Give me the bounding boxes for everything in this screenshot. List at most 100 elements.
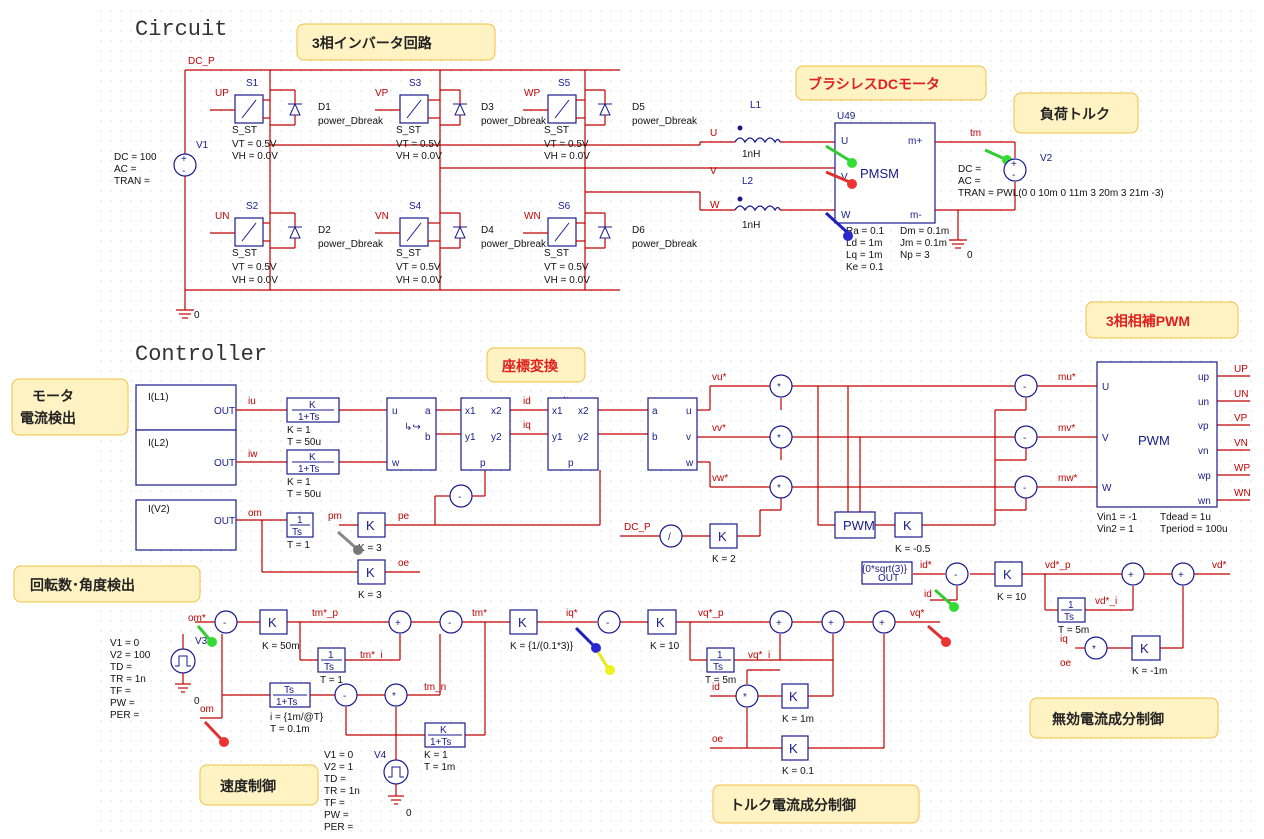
v1-source[interactable]: +-	[173, 153, 197, 177]
int-vq-num: 1	[717, 650, 723, 661]
v4-pulse-source[interactable]	[383, 759, 409, 796]
pmsm-block[interactable]	[834, 122, 936, 224]
sum-om[interactable]: -	[214, 610, 238, 634]
pwm-mid-block[interactable]	[834, 511, 876, 539]
gain-k05[interactable]	[894, 512, 923, 538]
probe-yellow-iq[interactable]	[596, 651, 615, 675]
probe-blue-w[interactable]	[824, 211, 853, 241]
sum-vq-1[interactable]: +	[769, 610, 793, 634]
pmsm-name: PMSM	[860, 166, 899, 181]
sum-om-fb[interactable]: -	[334, 683, 358, 707]
sensor-iv2[interactable]	[135, 499, 237, 551]
sum-v[interactable]: -	[1014, 425, 1038, 449]
sum-vq-2[interactable]: +	[821, 610, 845, 634]
svg-text:モータ: モータ	[32, 388, 74, 404]
sig-tm-n: tm_n	[424, 682, 446, 693]
probe-green-id[interactable]	[934, 588, 959, 612]
sum-tm-2[interactable]: -	[439, 610, 463, 634]
pwm-block[interactable]	[1096, 361, 1218, 508]
gain-k50m-val: K = 50m	[262, 641, 300, 652]
sum-id[interactable]: -	[945, 562, 969, 586]
sum-u[interactable]: -	[1014, 374, 1038, 398]
integrator-pm[interactable]	[286, 512, 314, 538]
gain-k10-iq[interactable]	[647, 609, 677, 635]
const-idref[interactable]	[861, 561, 913, 585]
ab-to-uvw-block[interactable]	[647, 397, 698, 471]
sum-tm-1[interactable]: +	[388, 610, 412, 634]
gain-k3-pe[interactable]	[357, 512, 386, 538]
v4-tf: TF =	[324, 798, 345, 809]
lowpass-filter-iw[interactable]	[286, 449, 340, 475]
mult-w[interactable]: *	[769, 475, 793, 499]
switch-s4[interactable]	[375, 212, 467, 249]
uvw-to-ab-block[interactable]	[386, 397, 437, 471]
v3-per: PER =	[110, 710, 139, 721]
inductor-l1[interactable]	[734, 125, 781, 144]
pwm-tperiod: Tperiod = 100u	[1160, 524, 1228, 535]
probe-blue-iq[interactable]	[574, 626, 601, 653]
sum-minus-pe[interactable]: -	[449, 484, 473, 508]
gain-k10-id-k: K	[1003, 567, 1012, 582]
svg-text:+: +	[1178, 570, 1184, 581]
sum-w[interactable]: -	[1014, 475, 1038, 499]
lowpass-filter-iu[interactable]	[286, 397, 340, 423]
v3-pulse-source[interactable]	[170, 634, 196, 684]
int-vq-t: T = 5m	[705, 675, 736, 686]
filter-om-t: T = 0.1m	[270, 724, 310, 735]
probe-red-vq[interactable]	[927, 624, 951, 647]
gain-k2[interactable]	[709, 523, 738, 549]
probe-green-u[interactable]	[825, 144, 857, 168]
integrator-tm[interactable]	[317, 647, 346, 673]
switch-s3[interactable]	[375, 89, 467, 126]
sum-vq-3[interactable]: +	[872, 610, 896, 634]
v2-source[interactable]: +-	[1003, 158, 1027, 182]
pmsm-ld: Ld = 1m	[846, 238, 882, 249]
filter-tm-k1: K = 1	[424, 750, 448, 761]
gain-k50m[interactable]	[259, 609, 288, 635]
ab-to-dq-block[interactable]	[460, 397, 511, 471]
note-torque: トルク電流成分制御	[712, 784, 920, 824]
sum-iq[interactable]: -	[597, 610, 621, 634]
gain-k3-oe[interactable]	[357, 559, 386, 585]
svg-text:電流検出: 電流検出	[20, 410, 76, 426]
mult-id-oe[interactable]: *	[735, 684, 759, 708]
switch-s1[interactable]	[210, 89, 302, 126]
gain-km1m[interactable]	[1131, 635, 1161, 661]
sensor-il1[interactable]	[135, 384, 237, 431]
pmsm-ke: Ke = 0.1	[846, 262, 884, 273]
gain-k01[interactable]	[781, 735, 809, 761]
integrator-vq[interactable]	[706, 647, 735, 673]
note-motor-current: モータ 電流検出	[11, 378, 129, 436]
switch-s2[interactable]	[210, 212, 302, 249]
divider-dcp[interactable]: /	[659, 524, 683, 548]
probe-red-v[interactable]	[825, 170, 857, 189]
pmsm-pin-mminus: m-	[910, 210, 922, 221]
mult-tm-n[interactable]: *	[384, 683, 408, 707]
gain-kiq[interactable]	[509, 609, 538, 635]
filter-tm[interactable]	[424, 722, 466, 748]
probe-gray-pm[interactable]	[337, 530, 363, 555]
mult-iq-oe[interactable]: *	[1084, 636, 1108, 660]
d2-name: D2	[318, 225, 331, 236]
mult-v[interactable]: *	[769, 425, 793, 449]
mult-u[interactable]: *	[769, 374, 793, 398]
sum-vd-2[interactable]: +	[1171, 562, 1195, 586]
gain-k10-id[interactable]	[994, 561, 1023, 587]
s6-vh: VH = 0.0V	[544, 275, 590, 286]
sensor-il2[interactable]	[135, 429, 237, 486]
s3-vt: VT = 0.5V	[396, 139, 441, 150]
gain-k1m-tq[interactable]	[781, 683, 809, 709]
gain-km1m-val: K = -1m	[1132, 666, 1167, 677]
switch-s5[interactable]	[523, 89, 612, 126]
dq-to-ab-block[interactable]	[547, 397, 599, 471]
svg-text:座標変換: 座標変換	[502, 358, 559, 374]
probe-red-om[interactable]	[203, 720, 229, 747]
note-speed: 速度制御	[199, 764, 319, 806]
inductor-l2[interactable]	[734, 196, 781, 212]
filter-om[interactable]	[269, 682, 311, 708]
probe-green-om[interactable]	[196, 625, 217, 647]
integrator-vd[interactable]	[1057, 597, 1086, 623]
switch-s6[interactable]	[523, 212, 612, 249]
sum-vd-1[interactable]: +	[1121, 562, 1145, 586]
